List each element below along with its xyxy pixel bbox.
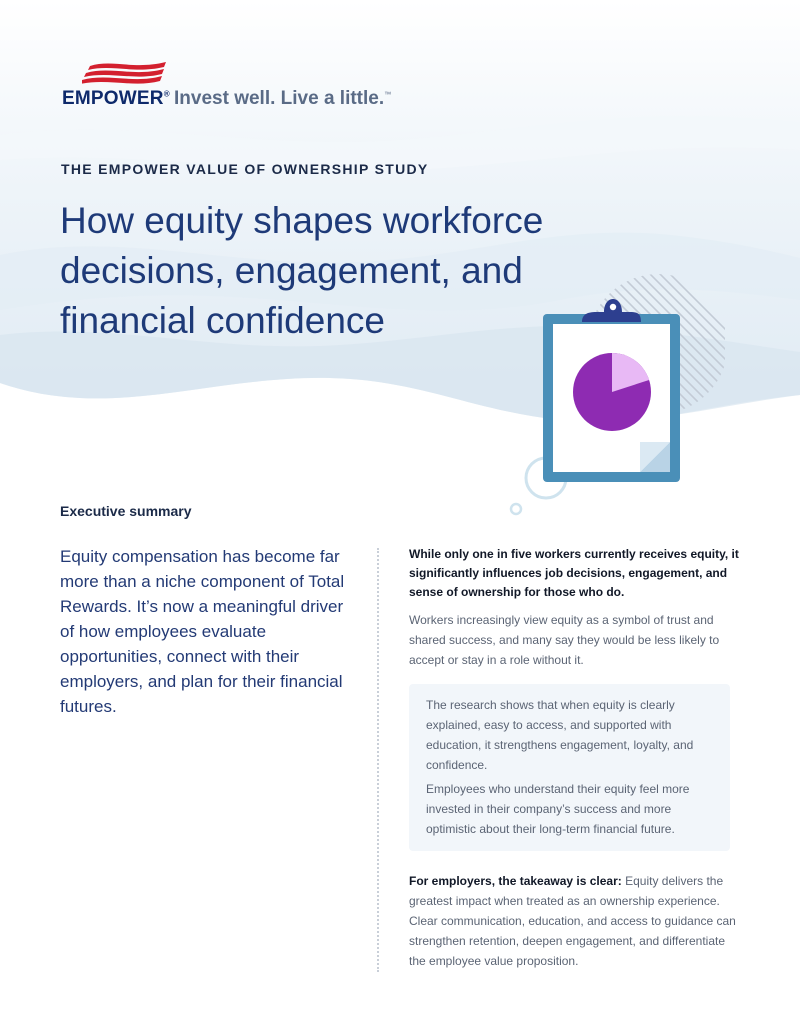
pie-chart <box>573 353 651 431</box>
study-eyebrow: THE EMPOWER VALUE OF OWNERSHIP STUDY <box>61 161 429 177</box>
research-callout: The research shows that when equity is c… <box>409 684 730 851</box>
takeaway-lead: For employers, the takeaway is clear: <box>409 874 622 888</box>
page-title: How equity shapes workforce decisions, e… <box>60 200 544 341</box>
employer-takeaway: For employers, the takeaway is clear: Eq… <box>409 871 744 971</box>
callout-paragraph: The research shows that when equity is c… <box>426 698 694 772</box>
flag-stripes-icon <box>82 62 166 84</box>
section-label: Executive summary <box>60 503 192 519</box>
brand-tagline: Invest well. Live a little.™ <box>174 88 392 109</box>
clipboard-pie-chart-icon <box>509 274 725 516</box>
takeaway-body: Equity delivers the greatest impact when… <box>409 874 736 968</box>
column-divider <box>377 548 379 972</box>
key-finding: While only one in five workers currently… <box>409 547 739 599</box>
pie-slice-highlight <box>612 353 650 392</box>
callout-paragraph: Employees who understand their equity fe… <box>426 782 690 836</box>
lede-paragraph: Equity compensation has become far more … <box>60 547 345 716</box>
intro-paragraph: Workers increasingly view equity as a sy… <box>409 613 720 667</box>
brand-wordmark: EMPOWER® <box>62 88 170 109</box>
